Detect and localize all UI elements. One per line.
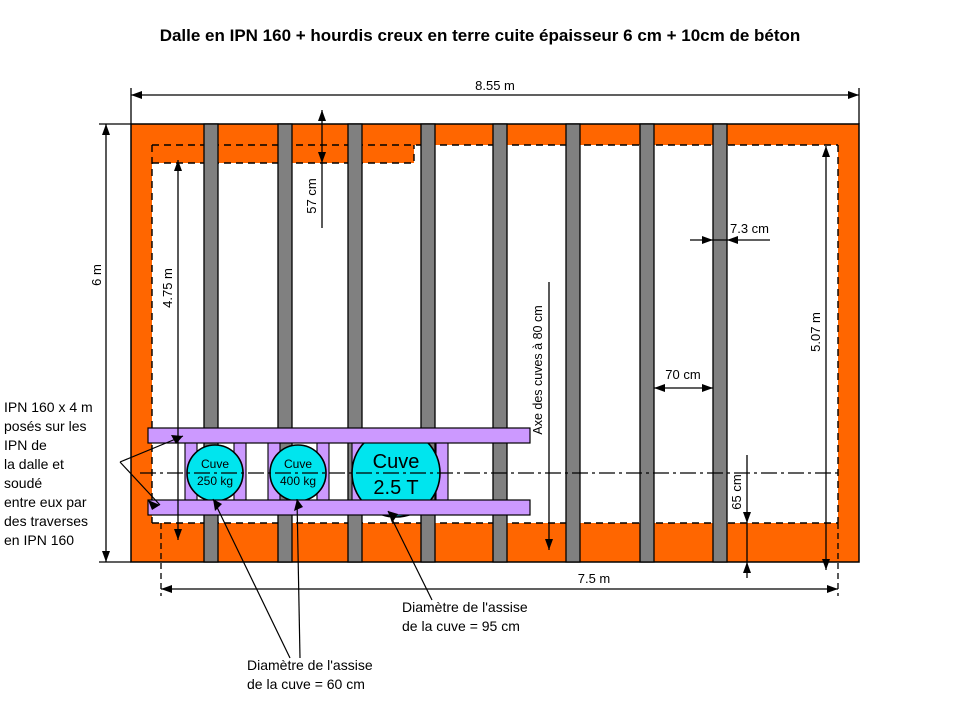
note-assise-95: Diamètre de l'assise de la cuve = 95 cm [402,599,528,634]
arrow-right-icon [827,585,838,593]
dim-bottom-offset [743,455,751,578]
dim-top-width-label: 8.55 m [475,78,515,93]
dim-left-height-label: 6 m [89,264,104,286]
dim-beam-width [690,236,770,244]
dim-inner-left-height [174,160,182,540]
arrow-left-icon [161,585,172,593]
note-line: entre eux par [4,494,87,510]
ipn-beam-lower [147,499,531,516]
leader-ipn-upper [119,435,184,463]
tank-400-label-bottom: 400 kg [280,474,316,488]
dim-top-offset [318,110,326,228]
page-title: Dalle en IPN 160 + hourdis creux en terr… [159,26,801,45]
arrow-head-icon [213,499,222,511]
arrow-up-icon [318,110,326,121]
arrow-down-icon [174,529,182,540]
leader-lines-group [119,435,433,659]
note-line: de la cuve = 95 cm [402,618,520,634]
dim-bottom-offset-label: 65 cm [729,474,744,509]
tank-250-label-bottom: 250 kg [197,474,233,488]
dim-tank-axis-label: Axe des cuves à 80 cm [531,305,545,434]
dim-tank-axis [545,282,553,550]
arrow-down-icon [822,559,830,570]
ipn-beam-upper [147,427,531,444]
dim-left-height [99,123,131,563]
tank-250-label-top: Cuve [201,457,229,471]
dim-beam-width-label: 7.3 cm [730,221,769,236]
leader-ipn-lower [119,461,161,506]
slab-beam [565,123,581,563]
arrow-right-icon [702,384,713,392]
dim-inner-right-height-label: 5.07 m [808,312,823,352]
arrow-left-icon [654,384,665,392]
dim-inner-right-height [822,146,830,570]
arrow-down-icon [318,152,326,163]
dim-beam-gap [654,384,713,392]
arrow-head-icon [388,511,398,523]
arrow-down-icon [743,512,751,523]
arrow-left-icon [727,236,738,244]
dim-bottom-width [160,523,839,596]
arrow-up-icon [822,146,830,157]
note-ipn-block: IPN 160 x 4 m posés sur les IPN de la da… [4,399,93,548]
note-line: soudé [4,475,42,491]
note-line: de la cuve = 60 cm [247,676,365,692]
arrow-up-icon [743,562,751,573]
note-line: Diamètre de l'assise [247,657,373,673]
leader-tank-2500 [387,510,433,601]
dash-step [152,145,415,164]
arrow-up-icon [174,160,182,171]
arrow-head-icon [171,435,183,444]
dim-bottom-width-label: 7.5 m [578,571,611,586]
dim-top-offset-label: 57 cm [304,178,319,213]
note-line: posés sur les [4,418,86,434]
note-line: IPN de [4,437,47,453]
note-assise-60: Diamètre de l'assise de la cuve = 60 cm [247,657,373,692]
tank-2500-label-bottom: 2.5 T [373,477,418,499]
dim-top-width [130,88,860,124]
arrow-down-icon [102,551,110,562]
dim-inner-left-height-label: 4.75 m [160,268,175,308]
tank-400-label-top: Cuve [284,457,312,471]
note-line: la dalle et [4,456,64,472]
note-line: en IPN 160 [4,532,74,548]
note-line: IPN 160 x 4 m [4,399,93,415]
arrow-head-icon [148,500,160,510]
leader-tank-250 [212,498,291,659]
note-line: Diamètre de l'assise [402,599,528,615]
slab-beam [712,123,728,563]
note-line: des traverses [4,513,88,529]
arrow-right-icon [848,91,859,99]
leader-tank-400 [296,498,301,659]
slab-beam [639,123,655,563]
dim-beam-gap-label: 70 cm [665,367,700,382]
arrow-left-icon [131,91,142,99]
arrow-head-icon [294,499,303,511]
ipn-longitudinal-group [147,427,531,516]
arrow-right-icon [702,236,713,244]
arrow-down-icon [545,539,553,550]
slab-beam [492,123,508,563]
arrow-up-icon [102,124,110,135]
tank-2500-label-top: Cuve [373,451,420,473]
